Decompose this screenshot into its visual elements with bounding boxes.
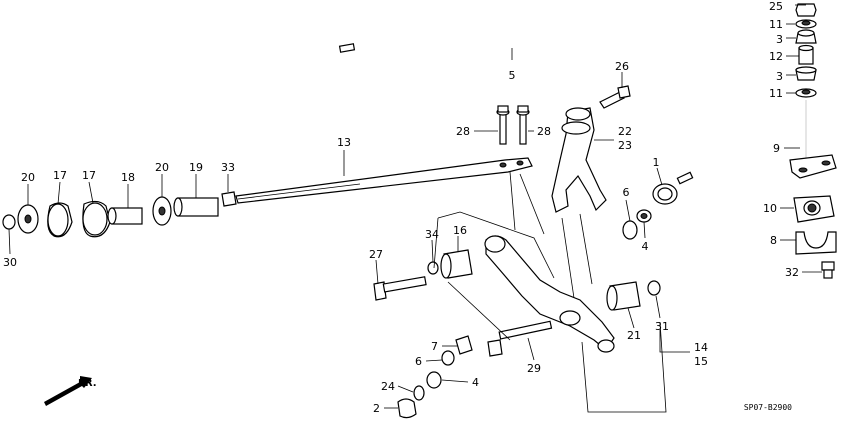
lower-arm <box>373 235 661 419</box>
callout-21: 21 <box>627 329 641 342</box>
callout-16: 16 <box>453 224 467 237</box>
callout-9: 9 <box>773 142 780 155</box>
callout-17: 17 <box>53 169 67 182</box>
callout-31: 31 <box>655 320 669 333</box>
callout-20: 20 <box>21 171 35 184</box>
callout-22: 22 <box>618 125 632 138</box>
assembly-outline <box>433 171 690 413</box>
callout-27: 27 <box>369 248 383 261</box>
diagram-code: SP07-B2900 <box>744 403 792 412</box>
callout-20: 20 <box>155 161 169 174</box>
callout-11: 11 <box>769 87 783 100</box>
callout-10: 10 <box>763 202 777 215</box>
callout-17: 17 <box>82 169 96 182</box>
callout-7: 7 <box>431 340 438 353</box>
callout-2: 2 <box>373 402 380 415</box>
bolts-26-28 <box>496 85 631 145</box>
callout-14: 14 <box>694 341 708 354</box>
callout-3: 3 <box>776 33 783 46</box>
callout-29: 29 <box>527 362 541 375</box>
callouts: 25 11 3 12 3 11 9 10 8 32 5 26 28 28 22 … <box>3 0 799 415</box>
callout-28: 28 <box>537 125 551 138</box>
upper-bushings <box>622 183 678 240</box>
callout-11: 11 <box>769 18 783 31</box>
front-direction-arrow: FR. <box>44 376 97 406</box>
callout-23: 23 <box>618 139 632 152</box>
callout-13: 13 <box>337 136 351 149</box>
rod-bushings <box>2 191 237 238</box>
callout-5: 5 <box>509 69 516 82</box>
callout-25: 25 <box>769 0 783 13</box>
callout-24: 24 <box>381 380 395 393</box>
radius-rod <box>235 157 533 204</box>
callout-18: 18 <box>121 171 135 184</box>
callout-12: 12 <box>769 50 783 63</box>
fork <box>551 107 607 213</box>
stabilizer-bar <box>338 14 760 185</box>
callout-28: 28 <box>456 125 470 138</box>
callout-30: 30 <box>3 256 17 269</box>
callout-34: 34 <box>425 228 439 241</box>
callout-6: 6 <box>623 186 630 199</box>
direction-label: FR. <box>78 378 97 389</box>
callout-32: 32 <box>785 266 799 279</box>
callout-1: 1 <box>653 156 660 169</box>
callout-4: 4 <box>472 376 479 389</box>
leader-lines <box>8 4 822 409</box>
callout-4: 4 <box>642 240 649 253</box>
callout-6: 6 <box>415 355 422 368</box>
callout-33: 33 <box>221 161 235 174</box>
stabilizer-link-stack <box>789 3 837 279</box>
callout-3: 3 <box>776 70 783 83</box>
callout-8: 8 <box>770 234 777 247</box>
callout-15: 15 <box>694 355 708 368</box>
callout-26: 26 <box>615 60 629 73</box>
callout-19: 19 <box>189 161 203 174</box>
